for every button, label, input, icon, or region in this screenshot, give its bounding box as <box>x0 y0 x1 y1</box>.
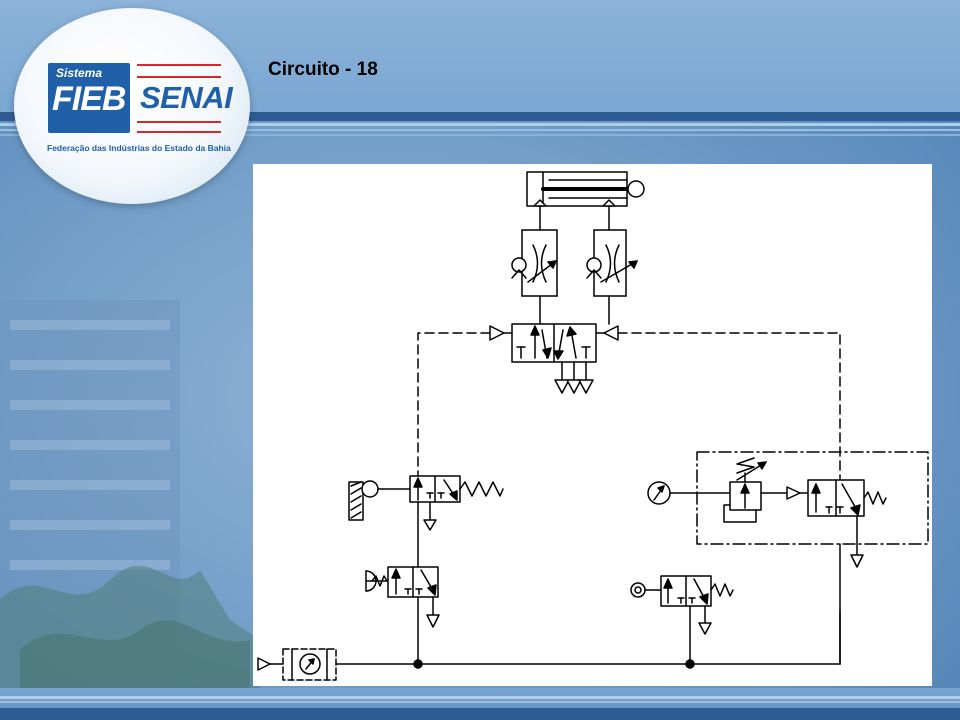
air-service-unit-icon <box>257 648 841 681</box>
fieb-logo-block <box>48 63 130 133</box>
header-stripe <box>0 112 960 121</box>
sequence-valve-enclosure <box>696 451 929 545</box>
pushbutton-valve-icon <box>365 566 440 628</box>
roller-valve-icon <box>348 475 504 531</box>
five-port-valve-icon <box>489 323 619 363</box>
flow-control-valve-icon <box>511 229 558 297</box>
header-stripe <box>0 123 960 126</box>
header-stripe <box>0 129 960 131</box>
pilot-valve-icon <box>807 479 887 568</box>
pilot-line <box>417 332 841 486</box>
logo-caption: Federação das Indústrias do Estado da Ba… <box>47 143 231 153</box>
exhaust-icon <box>554 361 594 394</box>
logo-senai-text: SENAI <box>140 80 233 115</box>
pneumatic-circuit-diagram <box>253 164 932 686</box>
roller-valve-icon <box>630 575 734 635</box>
logo-rule <box>137 64 221 66</box>
logo-fieb-text: FIEB <box>52 80 126 118</box>
flow-control-valve-icon <box>586 229 638 297</box>
footer-stripe <box>0 701 960 703</box>
junction-dot-icon <box>413 659 423 669</box>
logo-rule <box>137 131 221 133</box>
header-stripe <box>0 134 960 136</box>
logo-sistema-text: Sistema <box>56 66 103 80</box>
logo-rule <box>137 121 221 123</box>
slide-title: Circuito - 18 <box>268 59 378 80</box>
footer-stripe <box>0 708 960 720</box>
footer-stripe <box>0 696 960 699</box>
pressure-sequence-valve-icon <box>723 457 809 523</box>
pressure-gauge-icon <box>647 481 731 505</box>
logo-rule <box>137 76 221 78</box>
double-acting-cylinder-icon <box>526 171 645 207</box>
